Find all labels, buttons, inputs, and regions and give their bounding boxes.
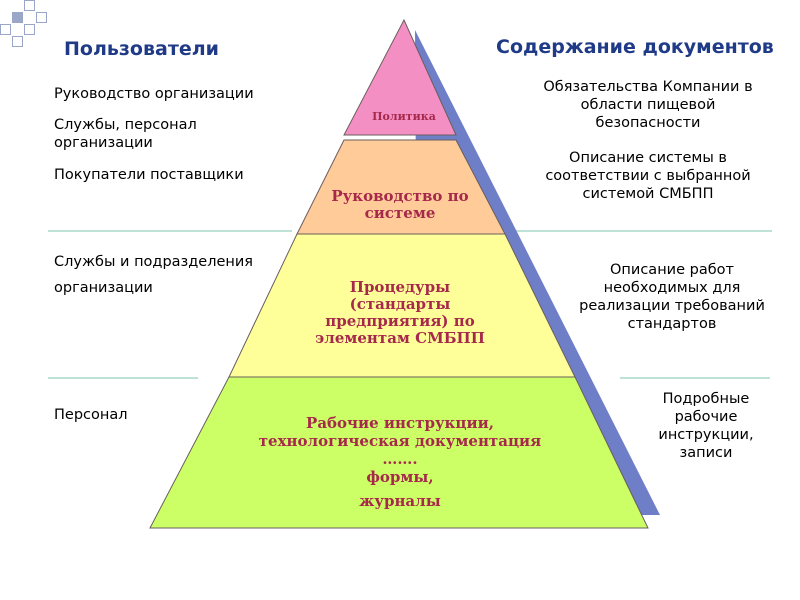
text-line: Обязательства Компании в	[543, 79, 753, 95]
pyramid-level-instructions	[149, 376, 649, 529]
content-detailed-instructions: Подробные рабочие инструкции, записи	[636, 390, 776, 462]
pyramid-label-line: элементам СМБПП	[315, 329, 485, 347]
text-line: организации	[54, 280, 153, 296]
text-line: безопасности	[595, 115, 701, 131]
user-departments: Службы и подразделения организации	[54, 249, 253, 301]
text-line: необходимых для	[603, 280, 741, 296]
pyramid-label-line: журналы	[359, 492, 441, 510]
pyramid-label-line: Рабочие инструкции,	[306, 414, 494, 432]
text-line: Описание работ	[610, 262, 734, 278]
text-line: инструкции,	[658, 427, 754, 443]
pyramid-label-line: формы,	[366, 468, 434, 486]
pyramid-label-line: системе	[364, 204, 436, 222]
content-system-description: Описание системы в соответствии с выбран…	[528, 149, 768, 203]
text-line: Подробные	[662, 391, 750, 407]
text-line: реализации требований	[579, 298, 765, 314]
content-commitments: Обязательства Компании в области пищевой…	[528, 78, 768, 132]
text-line: стандартов	[627, 316, 717, 332]
text-line: системой СМБПП	[582, 186, 714, 202]
pyramid-label-procedures: Процедуры (стандарты предприятия) по эле…	[290, 279, 510, 347]
pyramid-label-instructions: Рабочие инструкции, технологическая доку…	[240, 414, 560, 510]
text-line: организации	[54, 135, 153, 151]
user-management: Руководство организации	[54, 86, 254, 102]
contents-heading: Содержание документов	[496, 36, 774, 58]
pyramid-label-line: Руководство по	[331, 187, 469, 205]
pyramid-level-policy	[343, 18, 457, 136]
corner-decoration	[0, 0, 70, 60]
pyramid-label-system-manual: Руководство по системе	[300, 188, 500, 222]
content-work-description: Описание работ необходимых для реализаци…	[556, 261, 788, 333]
text-line: записи	[679, 445, 733, 461]
text-line: соответствии с выбранной	[545, 168, 751, 184]
pyramid-label-line: Процедуры	[349, 278, 451, 296]
text-line: Службы и подразделения	[54, 254, 254, 270]
users-heading: Пользователи	[64, 38, 219, 60]
text-line: рабочие	[674, 409, 738, 425]
user-personnel: Персонал	[54, 407, 128, 423]
user-buyers-suppliers: Покупатели поставщики	[54, 167, 244, 183]
pyramid-label-line: технологическая документация	[258, 432, 542, 450]
pyramid-label-line: предприятия) по	[325, 312, 475, 330]
text-line: области пищевой	[580, 97, 716, 113]
user-services-staff: Службы, персонал организации	[54, 116, 197, 152]
pyramid-label-line: …….	[382, 450, 418, 468]
pyramid-label-policy: Политика	[372, 110, 436, 123]
text-line: Службы, персонал	[54, 117, 197, 133]
text-line: Описание системы в	[569, 150, 727, 166]
pyramid-label-line: (стандарты	[349, 295, 451, 313]
